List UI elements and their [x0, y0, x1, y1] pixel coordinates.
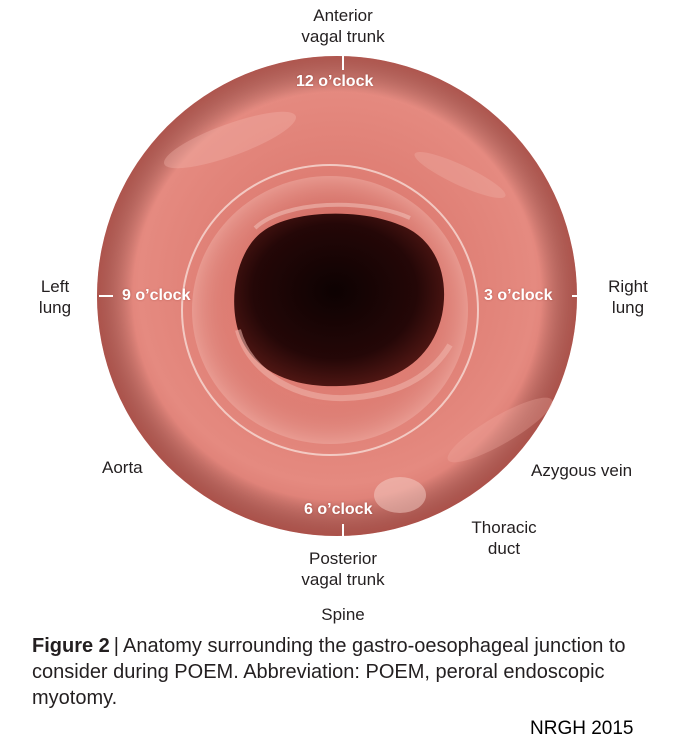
tick-6 [342, 524, 344, 546]
image-credit: NRGH 2015 [530, 718, 634, 739]
clock-6: 6 o’clock [304, 501, 373, 518]
figure-caption: Figure 2|Anatomy surrounding the gastro-… [32, 633, 642, 711]
lumen-fold [235, 329, 453, 402]
label-anterior-vagal-trunk: Anterior vagal trunk [301, 6, 385, 46]
caption-text: Anatomy surrounding the gastro-oesophage… [32, 635, 626, 709]
label-aorta: Aorta [102, 458, 143, 477]
label-left-lung: Left lung [38, 277, 72, 317]
tick-3 [572, 295, 586, 297]
label-right-lung: Right lung [608, 277, 648, 317]
tick-9 [99, 295, 113, 297]
esophageal-lumen [234, 213, 445, 387]
caption-figure-label: Figure 2 [32, 635, 110, 657]
highlight-streak [163, 111, 297, 169]
label-thoracic-duct: Thoracic duct [471, 518, 537, 558]
highlight-streak [447, 397, 553, 463]
highlight-streak [414, 152, 506, 198]
clock-12: 12 o’clock [296, 73, 374, 90]
caption-separator: | [113, 635, 119, 657]
highlight-streak [374, 477, 426, 513]
label-azygous-vein: Azygous vein [531, 461, 633, 480]
endoscopic-view-image [97, 48, 586, 546]
label-spine: Spine [321, 605, 365, 624]
lumen-fold [253, 202, 411, 230]
clock-3: 3 o’clock [484, 287, 553, 304]
cap-ring [181, 164, 479, 456]
label-posterior-vagal-trunk: Posterior vagal trunk [301, 549, 385, 589]
tick-12 [342, 48, 344, 70]
clock-9: 9 o’clock [122, 287, 191, 304]
